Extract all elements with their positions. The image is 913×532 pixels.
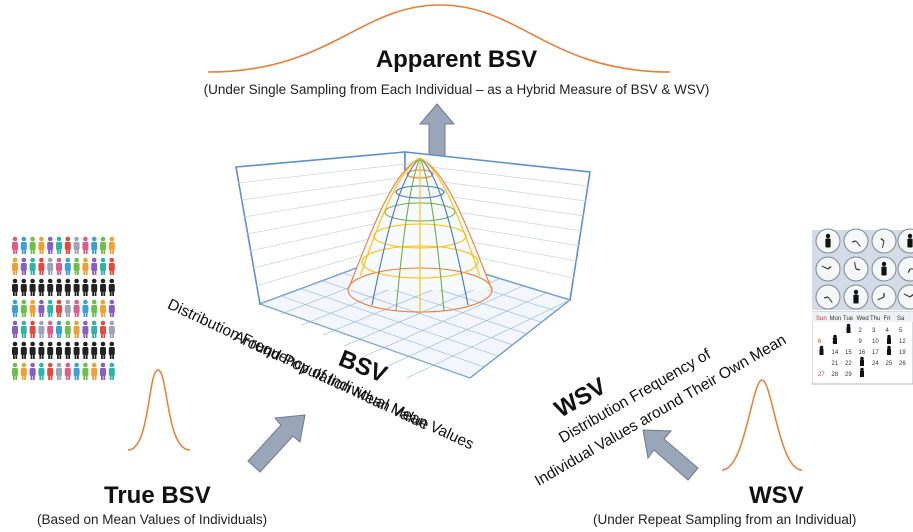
calendar-day: 28	[832, 372, 839, 378]
wsv-corner-title: WSV	[749, 482, 804, 509]
calendar-day: 10	[872, 339, 879, 345]
true-bsv-bell-curve	[127, 369, 191, 451]
right-up-arrow	[642, 429, 699, 481]
calendar-day: 24	[872, 361, 879, 367]
apparent-bell-curve	[207, 4, 671, 73]
calendar-day: 3	[872, 328, 876, 334]
calendar-day: 5	[899, 328, 903, 334]
clocks-grid-icon	[812, 228, 913, 310]
calendar-header: Thu	[870, 316, 880, 322]
up-arrow	[418, 103, 456, 158]
calendar-header: Tue	[843, 316, 854, 322]
true-bsv-title: True BSV	[104, 482, 211, 509]
calendar-day: 17	[872, 350, 879, 356]
left-up-arrow	[247, 414, 306, 473]
calendar-day: 27	[818, 372, 825, 378]
calendar-day: 14	[832, 350, 839, 356]
calendar-header: Wed	[857, 316, 869, 322]
apparent-bsv-title: Apparent BSV	[375, 46, 538, 73]
apparent-bsv-subtitle: (Under Single Sampling from Each Individ…	[203, 82, 710, 97]
calendar-day: 29	[845, 372, 852, 378]
calendar-day: 9	[859, 339, 863, 345]
calendar-day: 12	[899, 339, 906, 345]
calendar-day: 19	[899, 350, 906, 356]
calendar-day: 16	[859, 350, 866, 356]
calendar-day: 15	[845, 350, 852, 356]
calendar-header: Sun	[816, 316, 827, 322]
calendar-day: 25	[886, 361, 893, 367]
calendar-day: 22	[845, 361, 852, 367]
calendar-day: 2	[859, 328, 863, 334]
calendar-day: 4	[886, 328, 890, 334]
true-bsv-subtitle: (Based on Mean Values of Individuals)	[37, 512, 268, 527]
calendar-day: 6	[818, 339, 822, 345]
calendar-header: Fri	[884, 316, 891, 322]
wsv-bell-curve	[721, 379, 803, 471]
calendar-day: 26	[899, 361, 906, 367]
wsv-corner-subtitle: (Under Repeat Sampling from an Individua…	[593, 512, 857, 527]
calendar-header: Sa	[897, 316, 905, 322]
calendar-day: 21	[832, 361, 839, 367]
calendar-icon: SunMonTueWedThuFriSa23456791012141516171…	[812, 311, 913, 385]
people-grid-icon	[12, 236, 115, 380]
calendar-header: Mon	[830, 316, 842, 322]
surface-plot-3d	[235, 151, 591, 379]
